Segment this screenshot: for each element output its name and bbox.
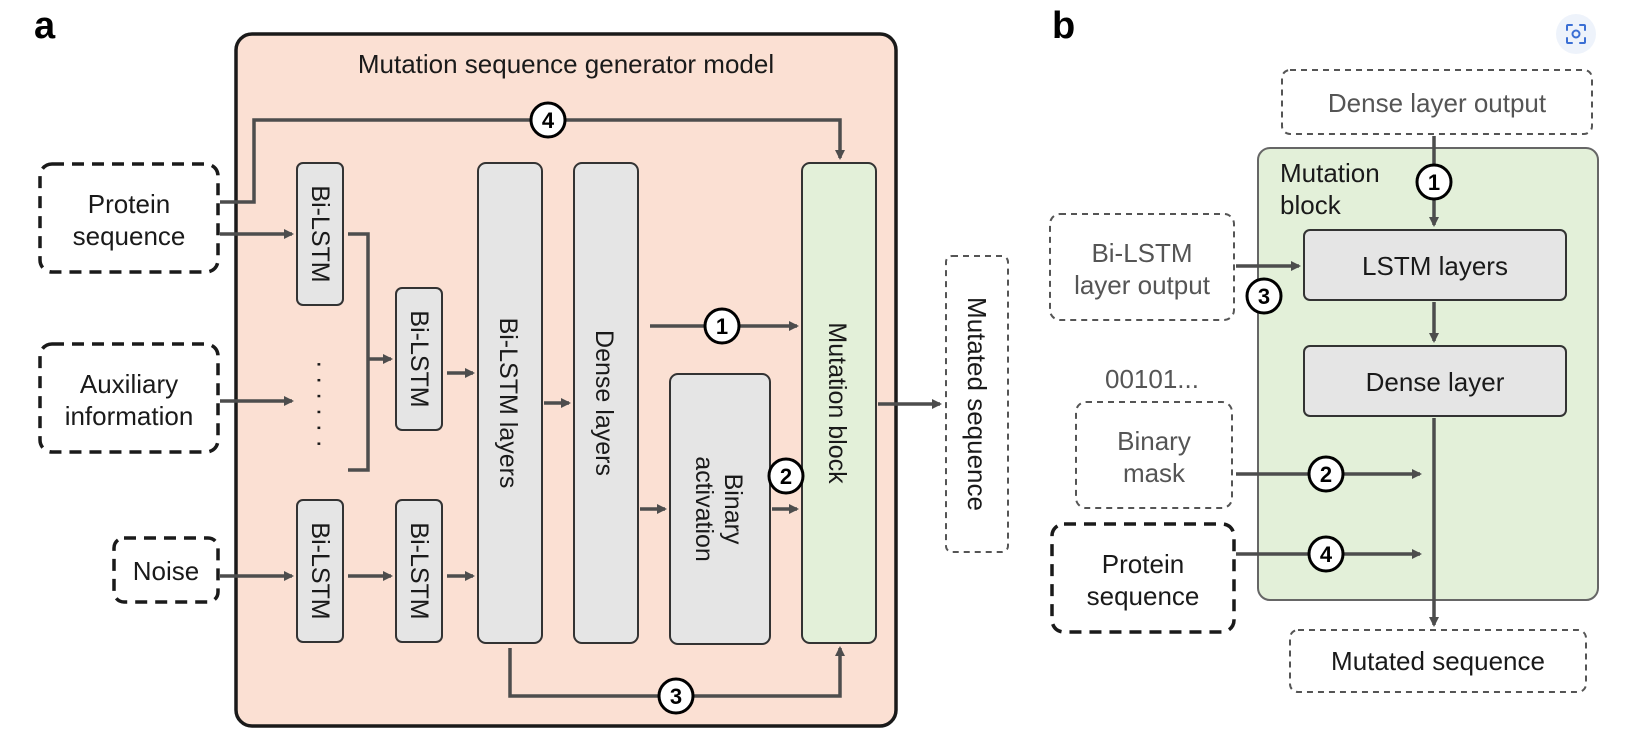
auxiliary-label-1: Auxiliary xyxy=(80,369,178,399)
auxiliary-information-input-box xyxy=(38,342,220,454)
dense-layer-output-label: Dense layer output xyxy=(1328,88,1547,118)
bilstm-layer-output-box xyxy=(1049,213,1235,321)
protein-sequence-label-1: Protein xyxy=(88,189,170,219)
marker-b-1-circle xyxy=(1415,163,1453,201)
marker-b-2: 2 xyxy=(1320,462,1332,487)
binary-mask-label-1: Binary xyxy=(1117,426,1191,456)
ellipsis: · · · · · · xyxy=(306,360,336,448)
marker-4: 4 xyxy=(542,108,555,133)
bilstm-layer-output-label-1: Bi-LSTM xyxy=(1091,238,1192,268)
panel-a-letter: a xyxy=(34,5,56,47)
marker-b-2-circle xyxy=(1307,455,1345,493)
binary-bits-label: 00101... xyxy=(1105,364,1199,394)
protein-sequence-box-b xyxy=(1050,522,1236,634)
bilstm-label-bottom-2: Bi-LSTM xyxy=(405,522,433,619)
marker-b-4-circle xyxy=(1307,535,1345,573)
marker-2-circle xyxy=(767,457,805,495)
bilstm-block-middle xyxy=(395,287,443,431)
mutated-sequence-output-label-b: Mutated sequence xyxy=(1331,646,1545,676)
bilstm-label-bottom: Bi-LSTM xyxy=(306,522,334,619)
marker-b-3: 3 xyxy=(1258,284,1270,309)
dense-layer-block xyxy=(1303,345,1567,417)
binary-mask-box xyxy=(1075,401,1233,509)
marker-3: 3 xyxy=(670,684,682,709)
scan-icon-glyph xyxy=(1566,24,1586,44)
dense-layer-output-box xyxy=(1281,69,1593,135)
bilstm-block-bottom-2 xyxy=(395,499,443,643)
marker-b-4: 4 xyxy=(1320,542,1333,567)
protein-sequence-b-label-1: Protein xyxy=(1102,549,1184,579)
marker-3-circle xyxy=(657,677,695,715)
protein-sequence-label-2: sequence xyxy=(73,221,186,251)
marker-2: 2 xyxy=(780,464,792,489)
marker-1: 1 xyxy=(716,314,728,339)
lstm-layers-label: LSTM layers xyxy=(1362,251,1508,281)
dense-layers-label: Dense layers xyxy=(590,330,618,476)
protein-sequence-input-box xyxy=(38,162,220,274)
bilstm-layers-label: Bi-LSTM layers xyxy=(494,318,522,489)
panel-b: b Dense layer output Mutation block LSTM… xyxy=(1049,5,1599,693)
dense-layer-label: Dense layer xyxy=(1366,367,1505,397)
mutation-block-label: Mutation block xyxy=(823,322,851,484)
auxiliary-label-2: information xyxy=(65,401,194,431)
mutated-sequence-output-label: Mutated sequence xyxy=(962,297,992,511)
marker-b-3-circle xyxy=(1245,277,1283,315)
bracket-merge xyxy=(348,232,370,472)
mutated-sequence-output-box-b xyxy=(1289,629,1587,693)
mutation-block-title-1: Mutation xyxy=(1280,158,1380,188)
bilstm-label-top: Bi-LSTM xyxy=(306,185,334,282)
dense-layers-block xyxy=(573,162,639,644)
lstm-layers-block xyxy=(1303,229,1567,301)
binary-activation-label-1: Binary xyxy=(719,474,747,545)
bilstm-layer-output-label-2: layer output xyxy=(1074,270,1211,300)
panel-a: a Mutation sequence generator model Prot… xyxy=(34,5,1009,728)
arrow-path-4 xyxy=(220,118,845,204)
binary-activation-block xyxy=(669,373,771,645)
bilstm-block-bottom xyxy=(296,499,344,643)
noise-input-box xyxy=(112,536,220,604)
marker-b-1: 1 xyxy=(1428,170,1440,195)
binary-activation-label-2: activation xyxy=(690,456,718,562)
protein-sequence-b-label-2: sequence xyxy=(1087,581,1200,611)
panel-b-letter: b xyxy=(1052,5,1075,47)
noise-label: Noise xyxy=(133,556,199,586)
bilstm-layers-block xyxy=(477,162,543,644)
scan-icon[interactable] xyxy=(1556,14,1596,54)
bilstm-block-top xyxy=(296,162,344,306)
mutated-sequence-output-box xyxy=(945,255,1009,553)
mutation-block-title-2: block xyxy=(1280,190,1342,220)
generator-model-title: Mutation sequence generator model xyxy=(358,49,774,79)
marker-4-circle xyxy=(529,101,567,139)
bilstm-label-middle: Bi-LSTM xyxy=(405,310,433,407)
mutation-block xyxy=(801,162,877,644)
marker-1-circle xyxy=(703,307,741,345)
binary-mask-label-2: mask xyxy=(1123,458,1186,488)
